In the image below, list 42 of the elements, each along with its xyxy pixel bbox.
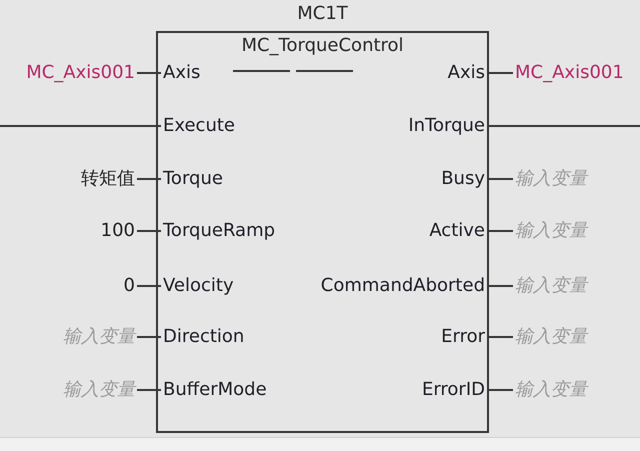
placeholder-text: 输入变量 — [515, 220, 587, 242]
input-pin-label: Direction — [163, 326, 244, 348]
instance-name: MC1T — [297, 3, 348, 25]
output-pin-label: Busy — [441, 168, 485, 190]
connection-line — [487, 389, 513, 391]
constant-value: 0 — [124, 275, 135, 297]
connection-line — [137, 389, 161, 391]
variable-name: MC_Axis001 — [26, 62, 135, 84]
input-pin-label: Execute — [163, 115, 235, 137]
placeholder-text: 输入变量 — [515, 326, 587, 348]
connection-line — [137, 285, 161, 287]
placeholder-text: 输入变量 — [63, 326, 135, 348]
placeholder-text: 输入变量 — [515, 379, 587, 401]
connection-line — [487, 72, 513, 74]
input-pin-label: TorqueRamp — [163, 220, 276, 242]
variable-name: MC_Axis001 — [515, 62, 624, 84]
connection-line — [137, 336, 161, 338]
connection-line — [487, 336, 513, 338]
input-pin-label: BufferMode — [163, 379, 267, 401]
connection-line — [137, 178, 161, 180]
placeholder-text: 输入变量 — [515, 275, 587, 297]
input-pin-label: Velocity — [163, 275, 234, 297]
connection-line — [0, 125, 161, 127]
connection-line — [487, 285, 513, 287]
connection-line — [487, 178, 513, 180]
output-pin-label: CommandAborted — [320, 275, 485, 297]
output-pin-label: InTorque — [408, 115, 485, 137]
connection-line — [487, 125, 640, 127]
connection-line — [487, 230, 513, 232]
connection-line — [137, 72, 161, 74]
output-pin-label: ErrorID — [422, 379, 485, 401]
output-pin-label: Active — [429, 220, 485, 242]
input-pin-label: Torque — [163, 168, 223, 190]
connection-line — [137, 230, 161, 232]
input-pin-label: Axis — [163, 62, 200, 84]
output-pin-label: Error — [441, 326, 485, 348]
placeholder-text: 输入变量 — [63, 379, 135, 401]
constant-value: 转矩值 — [81, 168, 135, 190]
placeholder-text: 输入变量 — [515, 168, 587, 190]
block-type-name: MC_TorqueControl — [241, 35, 404, 57]
constant-value: 100 — [100, 220, 135, 242]
output-pin-label: Axis — [448, 62, 485, 84]
